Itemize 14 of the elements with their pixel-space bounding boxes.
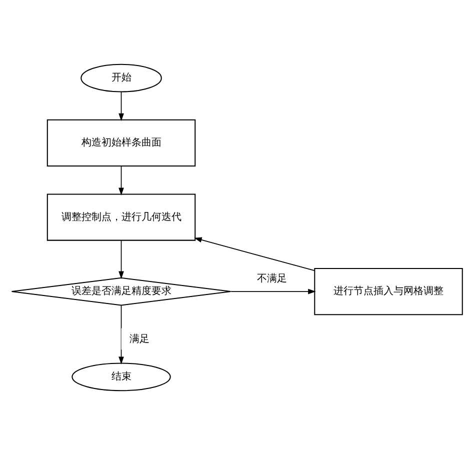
arrow	[230, 288, 316, 294]
arrow	[194, 237, 315, 272]
node-ellipse: 结束	[72, 362, 171, 392]
node-ellipse: 开始	[80, 64, 162, 92]
arrow	[118, 92, 124, 122]
edge-label: 满足	[130, 333, 150, 345]
node-box: 构造初始样条曲面	[46, 119, 196, 167]
arrow	[118, 305, 124, 364]
node-diamond: 误差是否满足精度要求	[11, 277, 232, 306]
edge-label: 不满足	[257, 272, 288, 284]
arrow	[118, 240, 124, 279]
node-box: 进行节点插入与网格调整	[314, 268, 463, 316]
node-box: 调整控制点，进行几何迭代	[46, 194, 196, 241]
arrow	[118, 166, 124, 196]
